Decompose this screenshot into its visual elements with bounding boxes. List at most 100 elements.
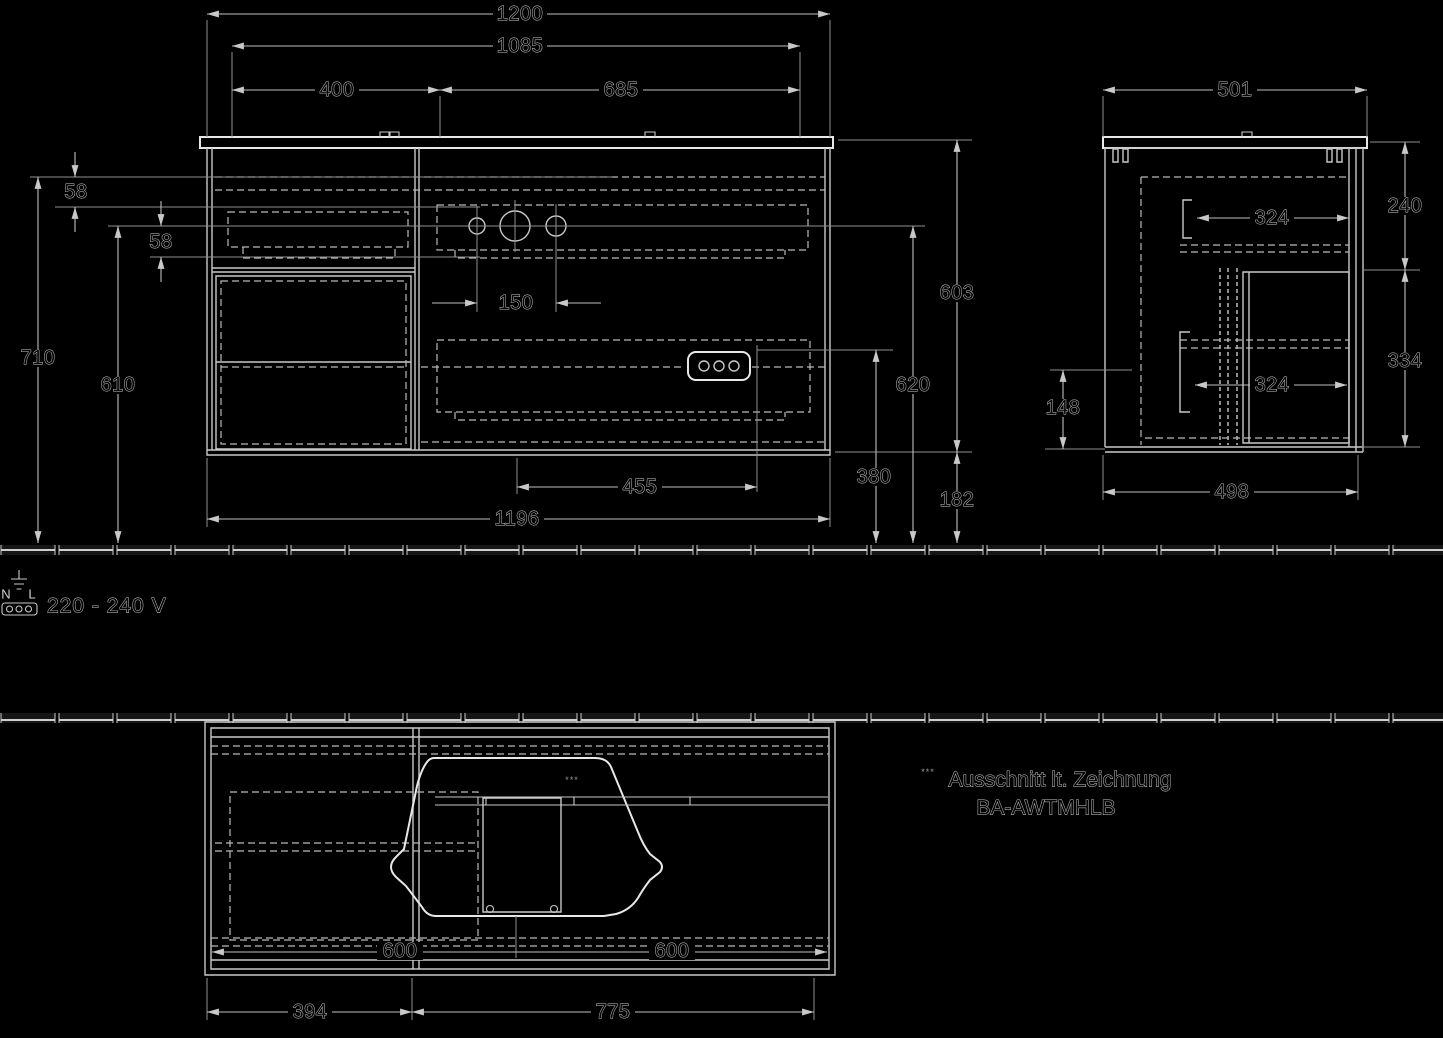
outlet-hole-3 xyxy=(728,360,740,372)
dim-label: 501 xyxy=(1218,79,1253,101)
basin-note-marker: *** xyxy=(565,775,579,785)
mounting-notches xyxy=(379,131,656,137)
dim-front-rim-floor: 620 xyxy=(891,374,935,396)
dim-front-tap-spacing: 150 xyxy=(494,292,538,314)
side-body xyxy=(1104,147,1364,453)
dim-front-right-width: 685 xyxy=(599,79,643,101)
voltage-label: 220 - 240 V xyxy=(47,595,167,618)
dim-label: 1085 xyxy=(497,35,544,57)
drawer-box-section xyxy=(1242,271,1350,444)
dim-side-lower-inner: 324 xyxy=(1250,374,1294,396)
front-view: 1200 1085 400 685 58 58 710 610 150 603 … xyxy=(16,3,979,543)
countertop xyxy=(199,136,834,149)
note-marker: *** xyxy=(921,767,935,777)
dim-label: 1196 xyxy=(494,508,539,530)
dim-label: 394 xyxy=(293,1001,328,1023)
drain-pipe-dashed xyxy=(1219,268,1238,445)
terminal-hole-3 xyxy=(24,605,33,613)
dim-side-bottom-depth: 498 xyxy=(1210,481,1254,503)
outlet-hole-1 xyxy=(698,360,710,372)
cutout-note: *** Ausschnitt lt. Zeichnung BA-AWTMHLB xyxy=(921,767,1172,820)
dim-side-depth: 501 xyxy=(1213,79,1257,101)
dim-label: 150 xyxy=(499,292,534,314)
wall-section-band xyxy=(0,713,1443,723)
terminal-hole-1 xyxy=(5,605,14,613)
earth-ground-icon xyxy=(11,570,27,590)
left-door xyxy=(215,275,412,450)
dim-plan-right-spacing: 600 xyxy=(649,940,695,962)
dim-label: 455 xyxy=(623,476,658,498)
dim-label: 324 xyxy=(1255,374,1290,396)
basin-back-rail xyxy=(435,796,828,806)
side-reference-lines xyxy=(1045,96,1420,500)
dim-label: 400 xyxy=(320,79,355,101)
dim-label: 240 xyxy=(1388,195,1423,217)
dim-plan-left-spacing: 600 xyxy=(377,940,423,962)
dim-front-height-floor: 710 xyxy=(16,347,60,369)
washbasin-outline xyxy=(389,757,663,917)
outlet-body xyxy=(687,351,751,381)
dim-side-upper-inner: 324 xyxy=(1250,207,1294,229)
dim-label: 498 xyxy=(1215,481,1250,503)
dim-label: 380 xyxy=(857,466,892,488)
right-lower-drawer-dashed xyxy=(421,339,825,443)
note-line2: BA-AWTMHLB xyxy=(976,797,1115,820)
dim-label: 1200 xyxy=(497,3,544,25)
side-countertop xyxy=(1102,136,1368,149)
basin-foot-right xyxy=(549,904,559,914)
dim-front-cabinet-height: 603 xyxy=(935,282,979,304)
electrical-connection: N L 220 - 240 V xyxy=(1,570,166,618)
rail-brackets xyxy=(1179,199,1192,413)
left-drawer-dashed xyxy=(227,211,409,259)
basin-interior xyxy=(482,797,562,913)
dim-front-body-width: 1196 xyxy=(490,508,544,530)
dim-label: 603 xyxy=(940,282,975,304)
dim-front-offset-upper: 58 xyxy=(64,181,88,204)
dim-front-drain-socket: 455 xyxy=(618,476,662,498)
plan-outline xyxy=(204,721,836,976)
socket-terminal-box xyxy=(1,602,38,616)
dim-label: 775 xyxy=(596,1001,631,1023)
basin-foot-left xyxy=(485,904,495,914)
power-outlet xyxy=(687,351,751,381)
floor-section-band xyxy=(0,545,1443,555)
dim-front-total-width: 1200 xyxy=(493,3,547,25)
left-door-dashed xyxy=(220,280,407,445)
front-dimensions xyxy=(34,10,961,543)
plan-hidden-lines xyxy=(211,745,829,947)
dim-front-socket-floor: 380 xyxy=(852,466,896,488)
dim-label: 58 xyxy=(149,231,172,253)
side-dimensions xyxy=(1059,86,1409,496)
cabinet-body xyxy=(206,148,831,456)
dim-side-upper-height: 240 xyxy=(1383,195,1427,217)
right-upper-drawer-dashed xyxy=(436,204,809,259)
dim-label: 620 xyxy=(896,374,931,396)
dim-front-left-width: 400 xyxy=(315,79,359,101)
dim-front-clearance: 182 xyxy=(935,489,979,511)
dim-front-offset-lower: 58 xyxy=(149,231,173,254)
dim-side-lower-height: 334 xyxy=(1383,350,1427,372)
side-hidden-lines xyxy=(1140,176,1349,445)
plan-view: 600 600 394 775 *** xyxy=(204,721,836,1023)
outlet-hole-2 xyxy=(713,360,725,372)
dim-label: 148 xyxy=(1046,397,1081,419)
side-view: 501 240 324 334 324 148 498 xyxy=(1041,79,1427,503)
line-label: L xyxy=(28,587,35,602)
dim-side-recess: 148 xyxy=(1041,397,1085,419)
dim-label: 58 xyxy=(64,181,87,203)
dim-label: 610 xyxy=(101,374,136,396)
mounting-clips xyxy=(1112,148,1343,163)
terminal-hole-2 xyxy=(15,605,23,613)
dim-plan-right-width: 775 xyxy=(591,1001,635,1023)
dim-label: 324 xyxy=(1255,207,1290,229)
note-line1: Ausschnitt lt. Zeichnung xyxy=(949,769,1172,792)
dim-label: 600 xyxy=(655,940,690,962)
side-notch xyxy=(1241,131,1253,137)
dim-label: 600 xyxy=(383,940,418,962)
dim-plan-left-width: 394 xyxy=(288,1001,332,1023)
dim-front-inner-width: 1085 xyxy=(493,35,547,57)
dim-label: 710 xyxy=(21,347,56,369)
top-shelf-dashed xyxy=(215,176,825,191)
dim-label: 334 xyxy=(1388,350,1423,372)
